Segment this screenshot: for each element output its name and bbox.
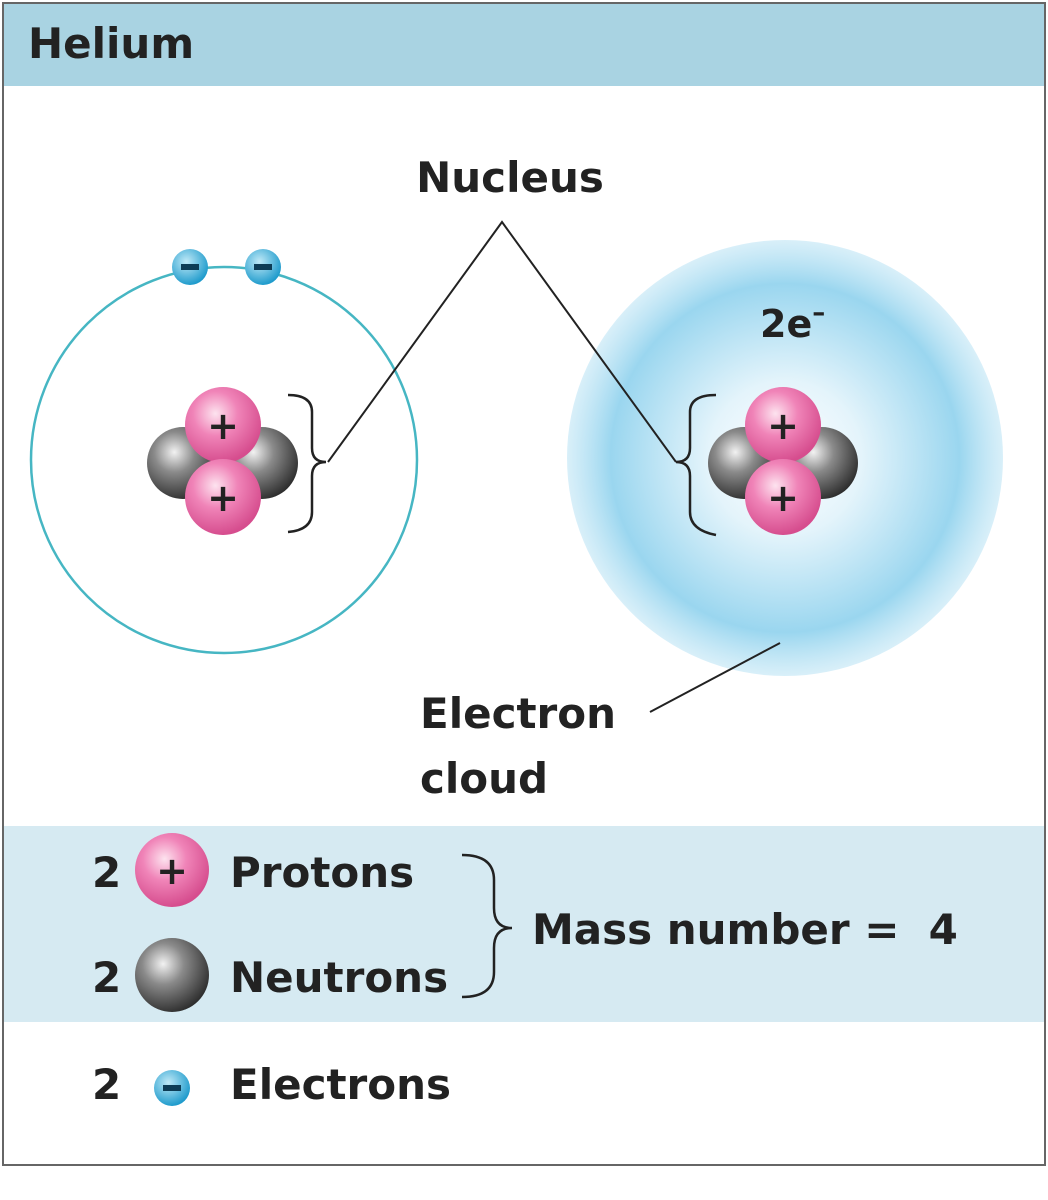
nucleus-brace-left bbox=[287, 393, 327, 534]
electron-left-2 bbox=[245, 249, 281, 285]
mass-number-label: Mass number = 4 bbox=[532, 905, 958, 954]
protons-count: 2 bbox=[92, 848, 121, 897]
proton-sign: + bbox=[767, 476, 799, 520]
legend-neutrons: 2 Neutrons bbox=[92, 938, 448, 1012]
electron-orbit bbox=[29, 265, 419, 655]
proton-sign: + bbox=[207, 404, 239, 448]
protons-label: Protons bbox=[230, 848, 414, 897]
nucleus-leader-lines bbox=[327, 220, 677, 463]
electron-sign bbox=[163, 1085, 181, 1091]
proton-sign: + bbox=[767, 404, 799, 448]
electron-left-1 bbox=[172, 249, 208, 285]
legend-protons: 2 + Protons bbox=[92, 833, 414, 907]
bohr-model-atom: + + bbox=[29, 249, 419, 655]
proton-left-2 bbox=[185, 459, 261, 535]
electron-cloud-label-line2: cloud bbox=[420, 754, 548, 803]
electron-cloud-leader bbox=[649, 642, 781, 713]
mass-number-brace bbox=[461, 853, 513, 999]
proton-icon bbox=[135, 833, 209, 907]
electrons-count: 2 bbox=[92, 1060, 121, 1109]
proton-left-1 bbox=[185, 387, 261, 463]
electron-cloud-label: Electron bbox=[420, 689, 616, 738]
cloud-charge-label: 2e– bbox=[760, 298, 825, 346]
electrons-label: Electrons bbox=[230, 1060, 451, 1109]
proton-right-2 bbox=[745, 459, 821, 535]
nucleus-label: Nucleus bbox=[416, 153, 604, 202]
proton-sign: + bbox=[207, 476, 239, 520]
electron-cloud-atom: 2e– + + bbox=[567, 240, 1003, 676]
proton-right-1 bbox=[745, 387, 821, 463]
header-bar bbox=[4, 4, 1044, 86]
neutrons-count: 2 bbox=[92, 953, 121, 1002]
proton-sign: + bbox=[156, 849, 188, 893]
neutron-icon bbox=[135, 938, 209, 1012]
page-title: Helium bbox=[28, 19, 194, 68]
neutrons-label: Neutrons bbox=[230, 953, 448, 1002]
legend-electrons: 2 Electrons bbox=[92, 1060, 451, 1109]
